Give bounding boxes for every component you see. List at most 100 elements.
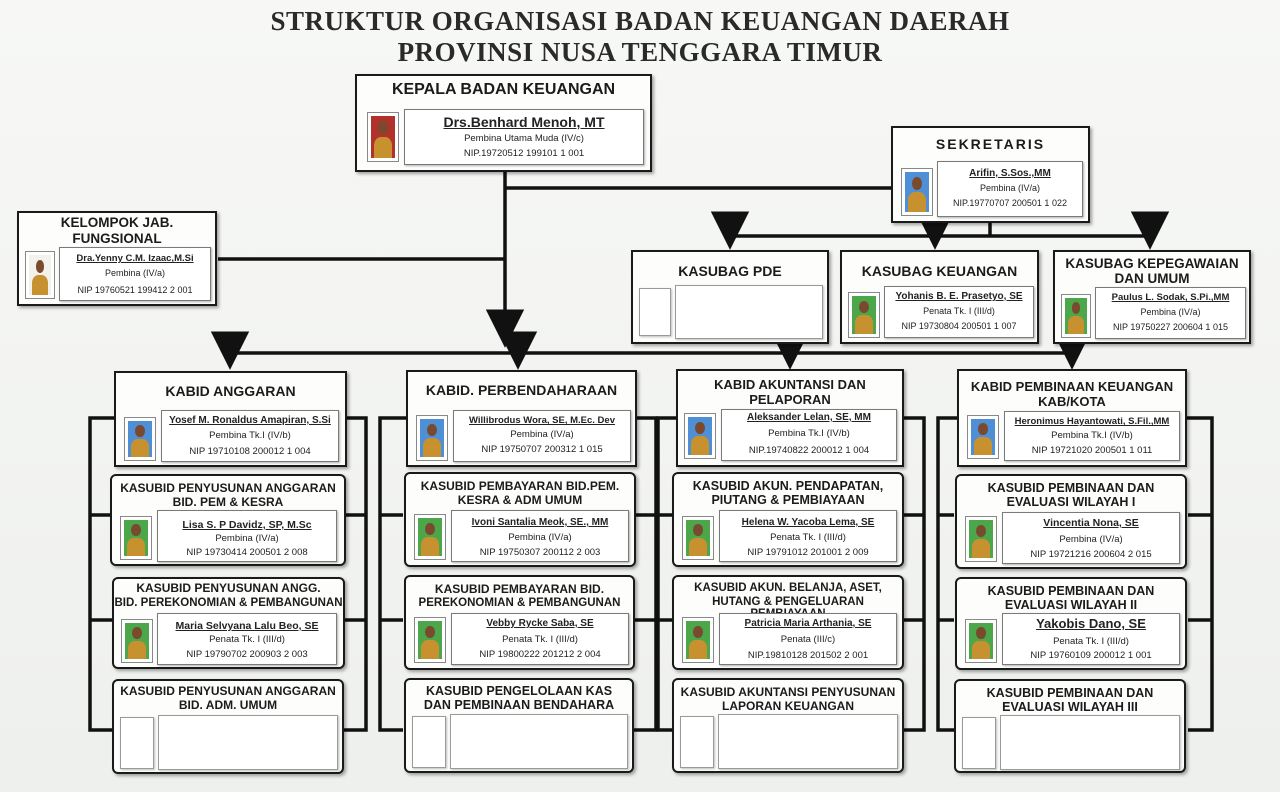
kasubid-anggaran-adm-title-2: BID. ADM. UMUM <box>178 698 278 712</box>
kasubid-akun-pendapatan-box: KASUBID AKUN. PENDAPATAN, PIUTANG & PEMB… <box>672 472 904 567</box>
kasubid-wilayah-2-photo <box>965 619 997 663</box>
kasubag-keuangan-box: KASUBAG KEUANGAN Yohanis B. E. Prasetyo,… <box>840 250 1039 344</box>
kasubid-pembayaran-kesra-box: KASUBID PEMBAYARAN BID.PEM. KESRA & ADM … <box>404 472 636 567</box>
kasubid-anggaran-pem-title-1: KASUBID PENYUSUNAN ANGGARAN <box>120 481 336 495</box>
kabid-anggaran-title: KABID ANGGARAN <box>165 383 296 399</box>
kasubid-akun-pendapatan-title-1: KASUBID AKUN. PENDAPATAN, <box>692 479 884 493</box>
kasubag-kepegawaian-grade: Pembina (IV/a) <box>1140 307 1201 317</box>
kasubid-pembayaran-ekon-card: Vebby Rycke Saba, SE Penata Tk. I (III/d… <box>451 613 629 665</box>
kabid-pembinaan-card: Heronimus Hayantowati, S.Fil.,MM Pembina… <box>1004 411 1180 461</box>
kabid-akuntansi-title-1: KABID AKUNTANSI DAN <box>714 377 866 392</box>
kasubid-wilayah-2-card: Yakobis Dano, SE Penata Tk. I (III/d) NI… <box>1002 613 1180 665</box>
chart-title-line-2: PROVINSI NUSA TENGGARA TIMUR <box>397 37 883 67</box>
kabid-akuntansi-title-2: PELAPORAN <box>749 392 831 407</box>
kasubag-keuangan-card: Yohanis B. E. Prasetyo, SE Penata Tk. I … <box>884 286 1034 338</box>
kasubid-pembayaran-kesra-grade: Pembina (IV/a) <box>508 532 572 543</box>
kasubid-akun-belanja-title-1: KASUBID AKUN. BELANJA, ASET, <box>694 582 882 594</box>
kabid-pembinaan-photo <box>967 415 999 459</box>
kasubid-pembayaran-ekon-grade: Penata Tk. I (III/d) <box>502 634 578 645</box>
kasubid-pembayaran-kesra-card: Ivoni Santalia Meok, SE., MM Pembina (IV… <box>451 510 629 562</box>
kabid-perbendaharaan-photo <box>416 415 448 461</box>
fungsional-card: Dra.Yenny C.M. Izaac,M.Si Pembina (IV/a)… <box>59 247 211 301</box>
kasubid-wilayah-1-grade: Pembina (IV/a) <box>1059 534 1123 545</box>
kepala-name: Drs.Benhard Menoh, MT <box>443 114 605 130</box>
kasubag-kepegawaian-nip: NIP 19750227 200604 1 015 <box>1113 322 1228 332</box>
kasubid-pembayaran-kesra-name: Ivoni Santalia Meok, SE., MM <box>471 517 609 528</box>
sekretaris-box: SEKRETARIS Arifin, S.Sos.,MM Pembina (IV… <box>891 126 1090 223</box>
col3-right-bracket <box>903 416 926 732</box>
kasubag-keuangan-title: KASUBAG KEUANGAN <box>861 263 1018 279</box>
kabid-pembinaan-title-1: KABID PEMBINAAN KEUANGAN <box>970 379 1174 394</box>
kasubid-anggaran-ekon-name: Maria Selvyana Lalu Beo, SE <box>175 620 319 632</box>
kabid-akuntansi-card: Aleksander Lelan, SE, MM Pembina Tk.I (I… <box>721 409 897 461</box>
kasubid-akun-belanja-name: Patricia Maria Arthania, SE <box>744 618 872 629</box>
kasubid-akun-pendapatan-nip: NIP 19791012 201001 2 009 <box>747 547 869 558</box>
kasubid-akun-belanja-grade: Penata (III/c) <box>780 634 836 645</box>
kasubid-wilayah-2-name: Yakobis Dano, SE <box>1036 616 1146 631</box>
kasubid-anggaran-pem-title-2: BID. PEM & KESRA <box>172 495 284 509</box>
kasubid-pembayaran-ekon-photo <box>414 617 446 663</box>
kasubag-kepegawaian-title-2: DAN UMUM <box>1114 271 1190 286</box>
kasubid-anggaran-ekon-box: KASUBID PENYUSUNAN ANGG. BID. PEREKONOMI… <box>112 577 345 669</box>
kasubag-kepegawaian-card: Paulus L. Sodak, S.Pi.,MM Pembina (IV/a)… <box>1095 287 1246 339</box>
kasubid-akun-pendapatan-title-2: PIUTANG & PEMBIAYAAN <box>711 493 865 507</box>
kabid-perbendaharaan-grade: Pembina (IV/a) <box>510 429 574 440</box>
kasubid-wilayah-2-title-1: KASUBID PEMBINAAN DAN <box>987 584 1155 598</box>
kabid-akuntansi-photo <box>684 413 716 459</box>
kabid-pembinaan-box: KABID PEMBINAAN KEUANGAN KAB/KOTA Heroni… <box>957 369 1187 467</box>
kasubid-wilayah-3-box: KASUBID PEMBINAAN DAN EVALUASI WILAYAH I… <box>954 679 1186 773</box>
col2-left-bracket <box>378 416 406 732</box>
kepala-photo <box>367 112 399 162</box>
kasubid-anggaran-pem-card: Lisa S. P Davidz, SP, M.Sc Pembina (IV/a… <box>157 510 337 562</box>
kabid-anggaran-name: Yosef M. Ronaldus Amapiran, S.Si <box>169 415 331 426</box>
kasubid-akun-pendapatan-card: Helena W. Yacoba Lema, SE Penata Tk. I (… <box>719 510 897 562</box>
fungsional-nip: NIP 19760521 199412 2 001 <box>77 285 193 295</box>
kabid-akuntansi-nip: NIP.19740822 200012 1 004 <box>748 445 870 456</box>
col4-right-bracket <box>1185 416 1214 732</box>
kasubid-anggaran-ekon-card: Maria Selvyana Lalu Beo, SE Penata Tk. I… <box>157 613 337 665</box>
kabid-anggaran-nip: NIP 19710108 200012 1 004 <box>189 446 311 457</box>
kasubid-wilayah-2-nip: NIP 19760109 200012 1 001 <box>1030 650 1152 661</box>
kasubag-keuangan-grade: Penata Tk. I (III/d) <box>923 306 995 316</box>
kabid-pembinaan-title-2: KAB/KOTA <box>1038 394 1106 409</box>
kabid-perbendaharaan-card: Willibrodus Wora, SE, M.Ec. Dev Pembina … <box>453 410 631 462</box>
kasubid-wilayah-1-box: KASUBID PEMBINAAN DAN EVALUASI WILAYAH I… <box>955 474 1187 569</box>
kepala-grade: Pembina Utama Muda (IV/c) <box>464 133 584 144</box>
kasubag-kepegawaian-photo <box>1061 294 1091 338</box>
fungsional-box: KELOMPOK JAB. FUNGSIONAL Dra.Yenny C.M. … <box>17 211 217 306</box>
kasubid-wilayah-2-title-2: EVALUASI WILAYAH II <box>1004 598 1138 612</box>
sekretaris-title: SEKRETARIS <box>935 136 1046 152</box>
kabid-akuntansi-name: Aleksander Lelan, SE, MM <box>747 412 871 423</box>
kasubag-pde-photo-slot <box>639 288 671 336</box>
kasubid-akun-pendapatan-name: Helena W. Yacoba Lema, SE <box>741 517 875 528</box>
kasubid-kas-title-1: KASUBID PENGELOLAAN KAS <box>425 684 613 698</box>
kepala-nip: NIP.19720512 199101 1 001 <box>463 148 585 159</box>
kasubid-wilayah-3-title-1: KASUBID PEMBINAAN DAN <box>986 686 1154 700</box>
kabid-perbendaharaan-nip: NIP 19750707 200312 1 015 <box>481 444 603 455</box>
kasubid-akun-laporan-title-2: LAPORAN KEUANGAN <box>722 699 854 713</box>
kepala-box: KEPALA BADAN KEUANGAN Drs.Benhard Menoh,… <box>355 74 652 172</box>
kabid-anggaran-box: KABID ANGGARAN Yosef M. Ronaldus Amapira… <box>114 371 347 467</box>
kasubag-keuangan-name: Yohanis B. E. Prasetyo, SE <box>895 291 1023 302</box>
kasubid-akun-belanja-photo <box>682 617 714 663</box>
fungsional-name: Dra.Yenny C.M. Izaac,M.Si <box>76 253 194 264</box>
kasubid-pembayaran-kesra-title-1: KASUBID PEMBAYARAN BID.PEM. <box>420 479 620 493</box>
fungsional-title-1: KELOMPOK JAB. <box>60 215 174 230</box>
kasubid-akun-belanja-box: KASUBID AKUN. BELANJA, ASET, HUTANG & PE… <box>672 575 904 670</box>
kabid-anggaran-card: Yosef M. Ronaldus Amapiran, S.Si Pembina… <box>161 410 339 462</box>
sekretaris-name: Arifin, S.Sos.,MM <box>969 168 1051 179</box>
kasubid-wilayah-1-title-1: KASUBID PEMBINAAN DAN <box>987 481 1155 495</box>
kasubag-kepegawaian-title-1: KASUBAG KEPEGAWAIAN <box>1065 256 1239 271</box>
kasubid-wilayah-1-nip: NIP 19721216 200604 2 015 <box>1030 549 1152 560</box>
kasubid-akun-pendapatan-grade: Penata Tk. I (III/d) <box>770 532 846 543</box>
col4-left-bracket <box>936 416 957 732</box>
kasubid-akun-pendapatan-photo <box>682 516 714 560</box>
kasubid-anggaran-pem-box: KASUBID PENYUSUNAN ANGGARAN BID. PEM & K… <box>110 474 346 566</box>
kasubid-pembayaran-kesra-title-2: KESRA & ADM UMUM <box>457 493 583 507</box>
col3-left-bracket <box>656 416 676 732</box>
kasubid-pembayaran-kesra-photo <box>414 514 446 560</box>
kepala-title: KEPALA BADAN KEUANGAN <box>391 81 616 98</box>
kabid-akuntansi-grade: Pembina Tk.I (IV/b) <box>768 428 850 439</box>
kasubid-akun-laporan-title-1: KASUBID AKUNTANSI PENYUSUNAN <box>680 685 896 699</box>
